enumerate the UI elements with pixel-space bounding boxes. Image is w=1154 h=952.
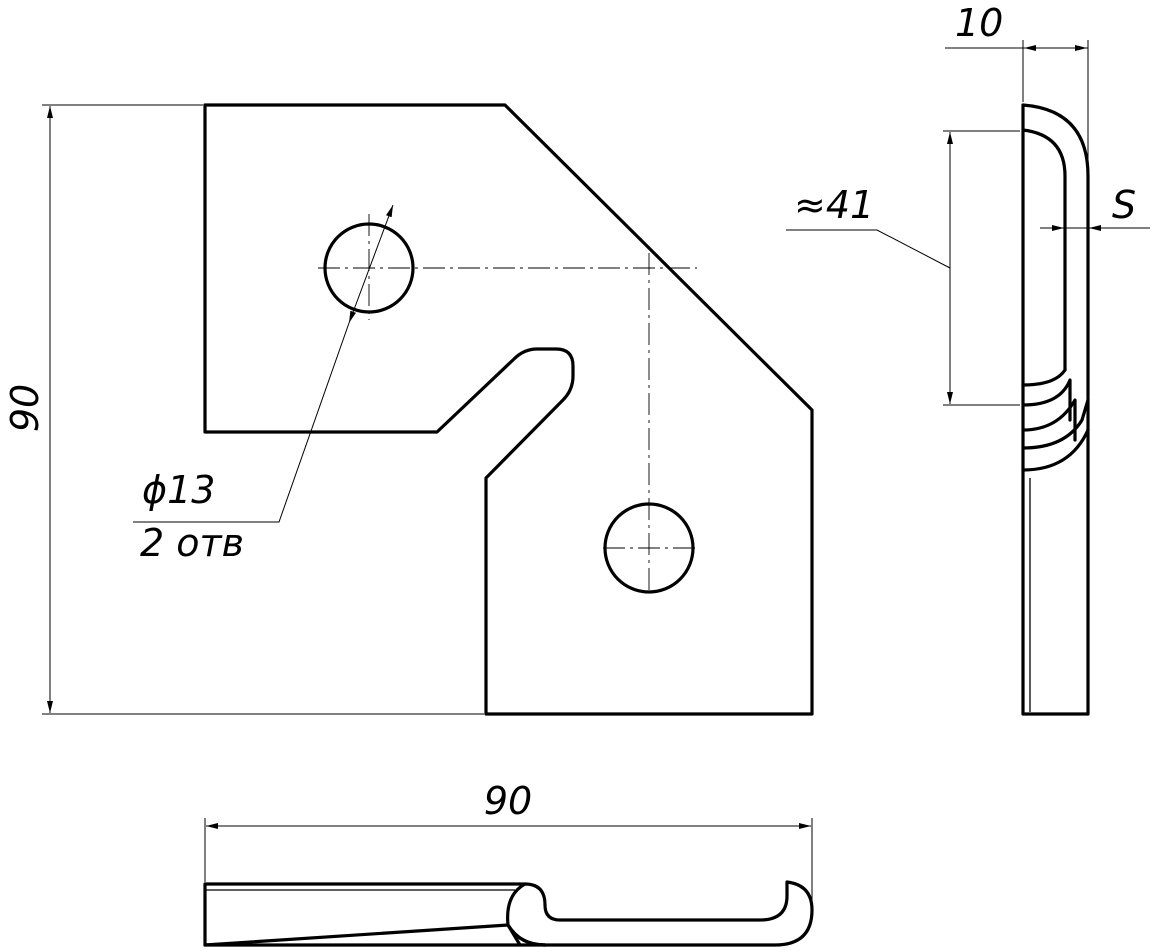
hole-leader	[133, 322, 350, 523]
side-fold-1	[1021, 368, 1090, 472]
width-dim-label: 90	[484, 779, 532, 823]
side-body	[1021, 174, 1090, 716]
s-dim-label: S	[1112, 183, 1136, 227]
side-hook	[1021, 103, 1090, 387]
hole-count-label: 2 отв	[140, 521, 244, 565]
bend-dim-label: ≈41	[794, 183, 874, 227]
hole-diameter-label: ϕ13	[142, 468, 215, 512]
side-view: ≈41 10 S	[786, 1, 1150, 716]
hole-diameter-line	[348, 204, 394, 324]
front-view: ϕ13 2 отв 90	[3, 103, 814, 716]
height-dim-label: 90	[3, 384, 47, 432]
plate-outline	[203, 103, 814, 716]
top-view: 90	[203, 779, 814, 947]
bend-leader	[786, 229, 951, 269]
thick-dim-label: 10	[955, 1, 1003, 45]
top-inner-bend	[506, 882, 547, 947]
